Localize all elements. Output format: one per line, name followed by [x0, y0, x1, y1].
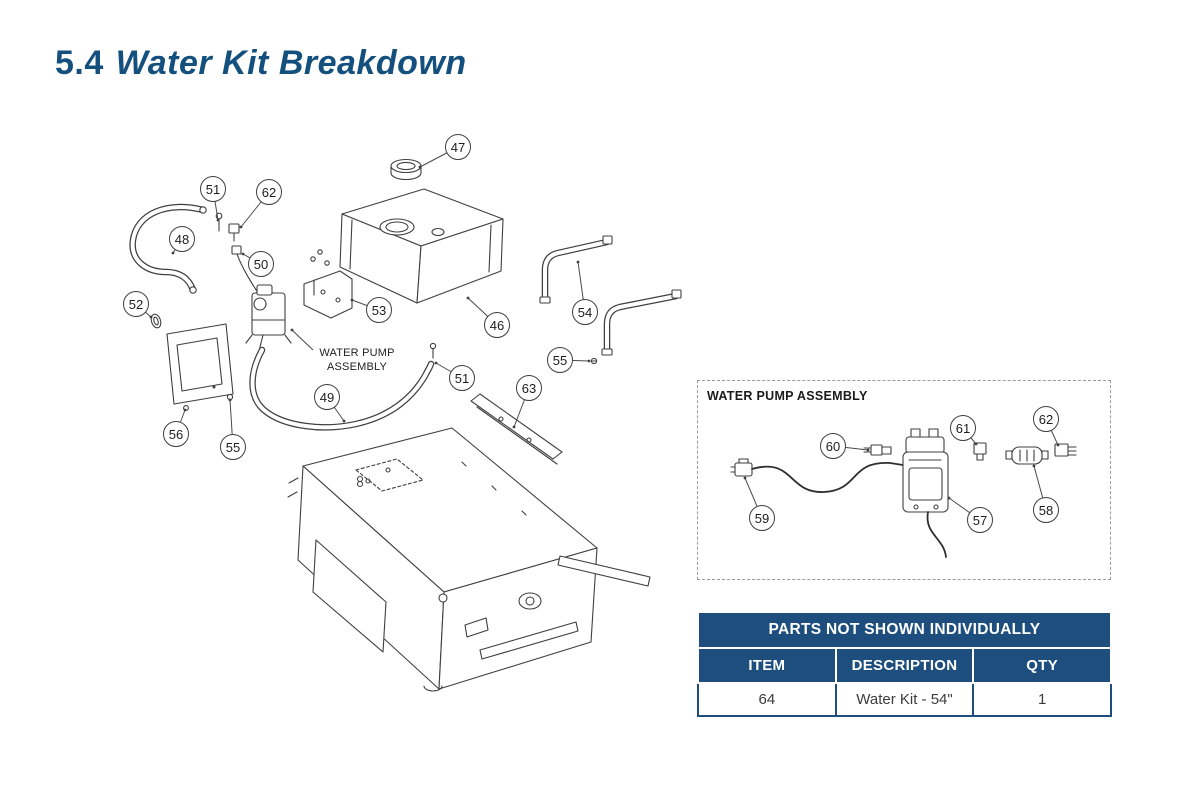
pump-label-line1: WATER PUMP: [319, 347, 395, 359]
callout-54: 54: [572, 299, 598, 325]
fill-hose: [129, 203, 207, 294]
section-number: 5.4: [55, 44, 104, 82]
inset-callout-58: 58: [1033, 497, 1059, 523]
col-header-qty: QTY: [972, 647, 1112, 684]
callout-48: 48: [169, 226, 195, 252]
callout-50: 50: [248, 251, 274, 277]
inset-callout-61: 61: [950, 415, 976, 441]
inset-callout-62: 62: [1033, 406, 1059, 432]
cell-item: 64: [697, 682, 837, 717]
callout-53: 53: [366, 297, 392, 323]
callout-56: 56: [163, 421, 189, 447]
page-title: 5.4 Water Kit Breakdown: [55, 44, 467, 83]
pump-label-line2: ASSEMBLY: [326, 361, 388, 374]
callout-52: 52: [123, 291, 149, 317]
callout-51-a: 51: [200, 176, 226, 202]
cell-qty: 1: [972, 682, 1112, 717]
parts-table-title: PARTS NOT SHOWN INDIVIDUALLY: [697, 611, 1112, 649]
mounting-rail: [470, 393, 563, 465]
inset-callout-59: 59: [749, 505, 775, 531]
water-tank: [339, 188, 504, 304]
callout-55-b: 55: [220, 434, 246, 460]
callout-47: 47: [445, 134, 471, 160]
callout-63: 63: [516, 375, 542, 401]
callout-49: 49: [314, 384, 340, 410]
callout-62-a: 62: [256, 179, 282, 205]
water-pump-assembly-label: WATER PUMP ASSEMBLY: [302, 346, 412, 375]
callout-46: 46: [484, 312, 510, 338]
inset-callout-60: 60: [820, 433, 846, 459]
cell-description: Water Kit - 54": [834, 682, 975, 717]
callout-51-b: 51: [449, 365, 475, 391]
callout-55-a: 55: [547, 347, 573, 373]
access-panel: [150, 313, 234, 411]
table-row: 64 Water Kit - 54" 1: [697, 682, 1112, 717]
section-title: Water Kit Breakdown: [115, 44, 467, 82]
inset-callout-57: 57: [967, 507, 993, 533]
tank-straps: [539, 235, 682, 365]
storage-box-base: [287, 427, 651, 692]
parts-not-shown-table: PARTS NOT SHOWN INDIVIDUALLY ITEM DESCRI…: [697, 611, 1112, 717]
col-header-item: ITEM: [697, 647, 837, 684]
mounting-bracket: [303, 249, 353, 319]
inset-title: WATER PUMP ASSEMBLY: [707, 389, 868, 403]
water-pump-main: [245, 284, 292, 352]
col-header-description: DESCRIPTION: [834, 647, 975, 684]
tank-cap: [390, 158, 422, 181]
